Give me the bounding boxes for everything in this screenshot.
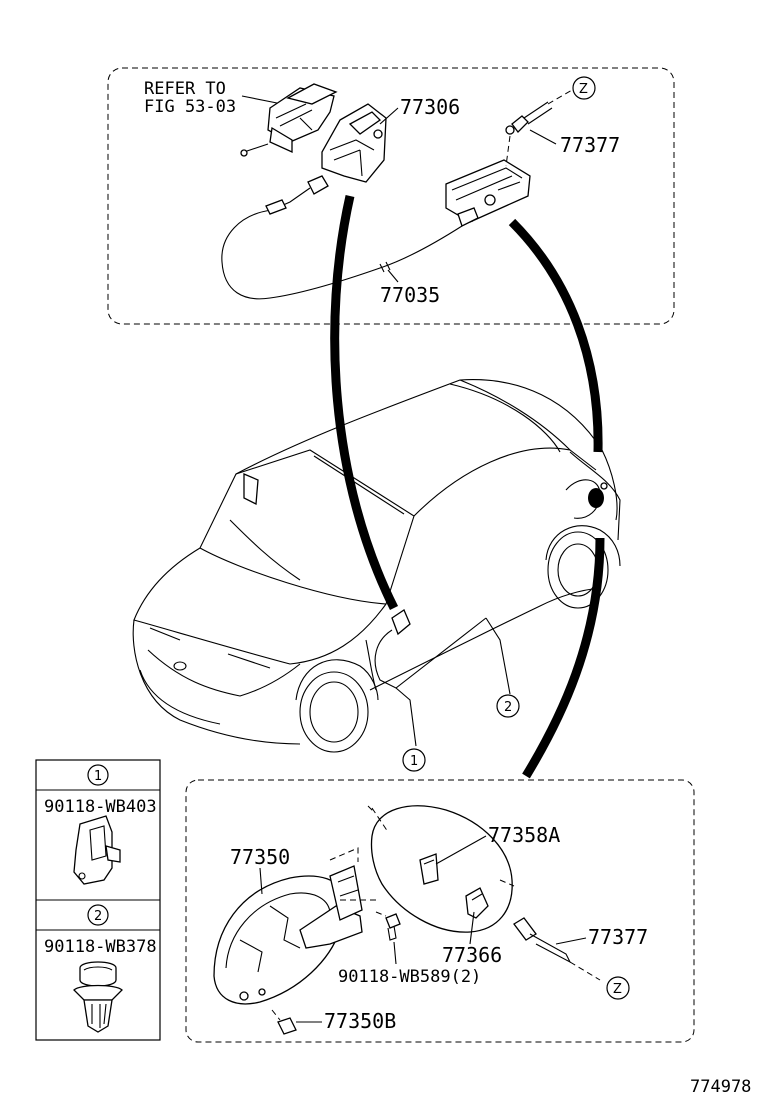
leader-lever-to-car (330, 195, 399, 611)
part-number-77306: 77306 (400, 95, 460, 119)
callout-1-vehicle-label: 1 (410, 754, 418, 769)
fuel-door-location (588, 488, 604, 508)
push-pin-77377-bottom (513, 917, 601, 981)
part-number-77350: 77350 (230, 845, 290, 869)
callout-2-vehicle-label: 2 (504, 700, 512, 715)
z-callout-top-label: Z (579, 82, 588, 97)
legend-callout-1 (87, 764, 109, 786)
fuel-lid-opener-lever-77306 (307, 103, 387, 195)
bottom-group-border (185, 779, 695, 1043)
part-number-77377-top: 77377 (560, 133, 620, 157)
fuel-lid-opener-cable-77035 (221, 187, 463, 300)
fuel-lid-panel (367, 805, 515, 933)
clip-legend: 1 90118-WB403 2 90118-WB378 (35, 759, 161, 1041)
fig-reference-label: FIG 53-03 (144, 97, 236, 117)
refer-to-label: REFER TO (144, 79, 226, 99)
diagram-id: 774978 (690, 1077, 751, 1097)
callout-1-vehicle (402, 748, 426, 772)
part-number-77377-bottom: 77377 (588, 925, 648, 949)
part-number-77358a: 77358A (488, 823, 560, 847)
legend-part-90118-wb403: 90118-WB403 (44, 797, 157, 817)
part-number-77366: 77366 (442, 943, 502, 967)
z-callout-top (572, 76, 596, 100)
fuel-inlet-box-77350 (213, 847, 380, 1005)
opener-lever-reference-part (240, 83, 338, 157)
legend-part-90118-wb378: 90118-WB378 (44, 937, 157, 957)
part-number-77350b: 77350B (324, 1009, 396, 1033)
top-group-border (107, 67, 675, 325)
clip-90118-wb403-illustration (73, 815, 121, 885)
part-number-77035: 77035 (380, 283, 440, 307)
leader-lock-to-car (508, 218, 603, 453)
legend-callout-2 (87, 904, 109, 926)
callout-2-vehicle (496, 694, 520, 718)
screw-90118-wb589 (375, 911, 401, 941)
leader-car-to-fuel-door (522, 537, 605, 779)
fuel-lid-lock-assembly (445, 159, 531, 227)
z-callout-bottom-label: Z (613, 982, 622, 997)
legend-callout-1-label: 1 (94, 769, 102, 784)
vehicle-illustration (132, 379, 621, 753)
z-callout-bottom (606, 976, 630, 1000)
legend-callout-2-label: 2 (94, 909, 102, 924)
push-pin-77377-top (505, 89, 573, 167)
clip-90118-wb378-illustration (73, 961, 123, 1033)
plug-77350b (271, 1009, 297, 1035)
part-number-90118-wb589: 90118-WB589(2) (338, 967, 481, 987)
